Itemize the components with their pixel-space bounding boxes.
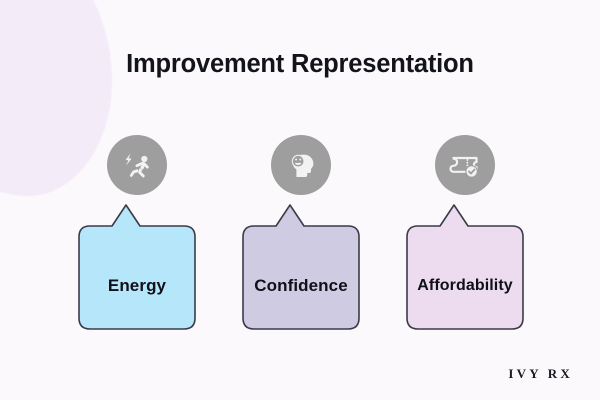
icon-badge-confidence <box>271 135 331 195</box>
feature-card-label: Confidence <box>254 275 348 295</box>
feature-column-energy: Energy <box>52 0 222 400</box>
icon-badge-energy <box>107 135 167 195</box>
feature-card-label: Energy <box>107 275 167 295</box>
feature-card-energy[interactable]: Energy <box>68 204 206 340</box>
feature-column-confidence: Confidence <box>216 0 386 400</box>
head-smiley-face-icon <box>284 148 318 182</box>
page-title: Improvement Representation <box>126 50 474 78</box>
brand-logo: IVY RX <box>508 366 573 381</box>
feature-card-label: Affordability <box>417 276 513 294</box>
feature-card-affordability[interactable]: Affordability <box>396 204 534 340</box>
running-person-lightning-icon <box>120 148 154 182</box>
feature-column-affordability: Affordability <box>380 0 550 400</box>
feature-card-confidence[interactable]: Confidence <box>232 204 370 340</box>
ticket-check-icon <box>448 148 482 182</box>
icon-badge-affordability <box>435 135 495 195</box>
